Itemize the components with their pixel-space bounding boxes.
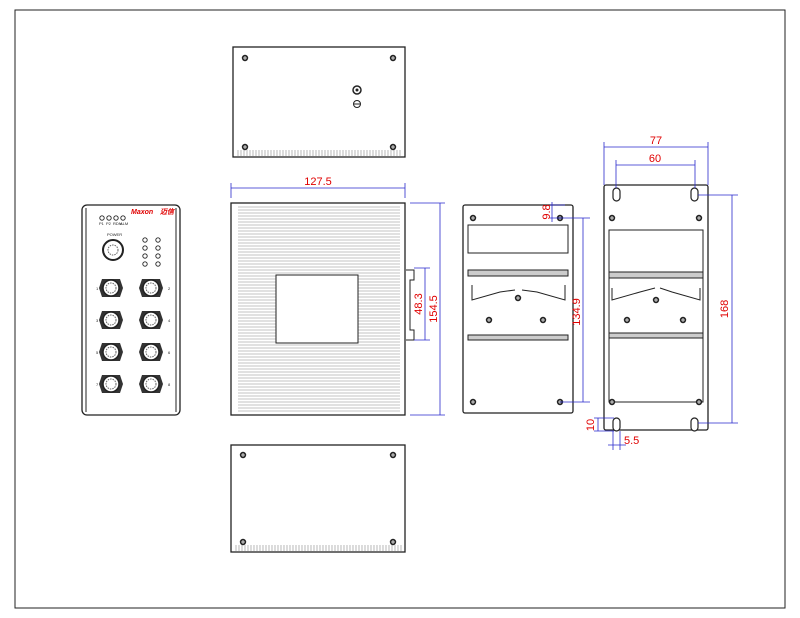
port-number: 7 xyxy=(96,382,99,387)
m12-port-connector xyxy=(98,374,124,394)
led-label: P2 xyxy=(106,221,112,226)
wall-mount-view: 77 60 168 10 5.5 xyxy=(585,135,738,450)
port-number: 4 xyxy=(168,318,171,323)
dim-height: 154.5 xyxy=(428,295,440,323)
bottom-view xyxy=(230,444,406,553)
port-led-icon xyxy=(155,237,161,243)
drawing-border xyxy=(14,9,786,609)
led-label: RDN xyxy=(113,221,122,226)
top-view xyxy=(232,46,406,158)
port-led-icon xyxy=(155,245,161,251)
port-led-icon xyxy=(142,253,148,259)
port-led-icon xyxy=(155,261,161,267)
side-view: 127.5 154.5 48.3 xyxy=(230,176,445,416)
power-label: POWER xyxy=(107,232,122,237)
dim-din-top-offset: 9.8 xyxy=(541,204,553,219)
dim-hole-spacing-h: 60 xyxy=(649,153,661,165)
led-label: P1 xyxy=(99,221,105,226)
dim-din-clip: 48.3 xyxy=(413,293,425,314)
dim-din-hole-spacing: 134.9 xyxy=(571,298,583,326)
port-number: 1 xyxy=(96,286,99,291)
label-window xyxy=(275,274,359,344)
port-led-icon xyxy=(155,253,161,259)
dim-plate-width: 77 xyxy=(650,135,662,147)
port-number: 3 xyxy=(96,318,99,323)
din-rail-view: 9.8 134.9 xyxy=(462,202,590,414)
m12-port-connector xyxy=(138,278,164,298)
m12-port-connector xyxy=(138,342,164,362)
brand-logo-cn: 迈信 xyxy=(160,207,175,216)
brand-logo: Maxon xyxy=(131,209,153,216)
m12-port-connector xyxy=(98,342,124,362)
dim-slot-length: 10 xyxy=(585,419,597,431)
dim-slot-width: 5.5 xyxy=(624,435,639,447)
din-clip xyxy=(406,269,415,341)
port-led-icon xyxy=(142,261,148,267)
front-panel-view: Maxon 迈信 P1 P2 RDN ALM POWER 1 2 3 4 5 6 7 8 xyxy=(81,204,181,416)
port-led-icon xyxy=(142,245,148,251)
ground-screw-icon xyxy=(352,85,362,108)
m12-port-connector xyxy=(98,310,124,330)
port-number: 2 xyxy=(168,286,171,291)
port-number: 5 xyxy=(96,350,99,355)
dim-length: 127.5 xyxy=(304,176,332,188)
m12-port-connector xyxy=(98,278,124,298)
m12-port-connector xyxy=(138,310,164,330)
power-connector xyxy=(102,239,124,261)
port-number: 8 xyxy=(168,382,171,387)
led-label: ALM xyxy=(120,221,128,226)
port-led-icon xyxy=(142,237,148,243)
dim-hole-spacing-v: 168 xyxy=(719,300,731,318)
port-number: 6 xyxy=(168,350,171,355)
m12-port-connector xyxy=(138,374,164,394)
